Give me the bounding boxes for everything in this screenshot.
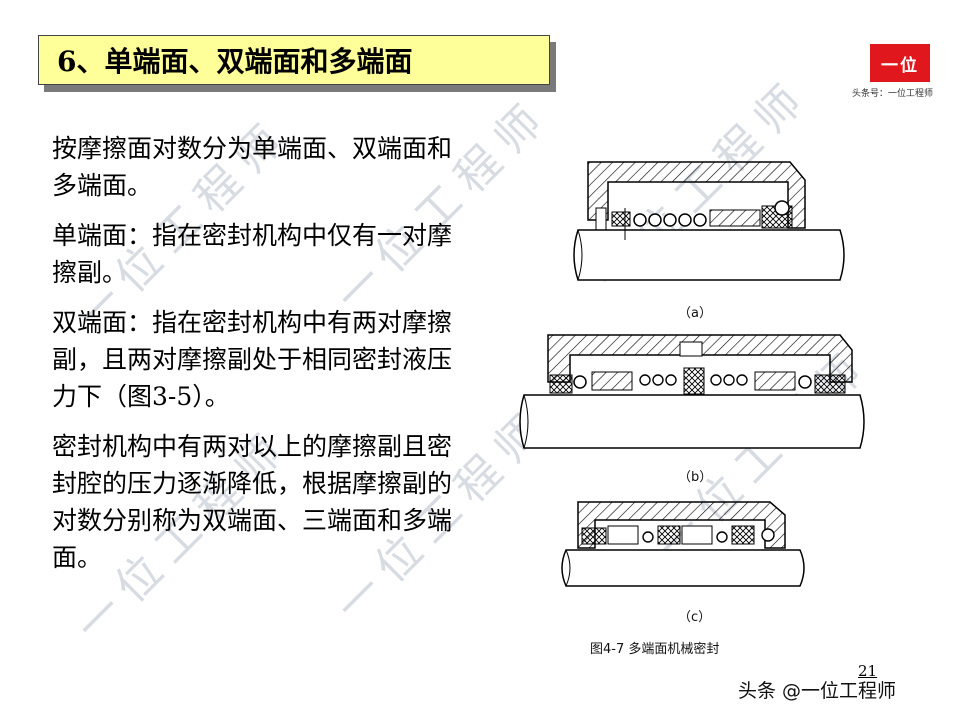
paragraph: 按摩擦面对数分为单端面、双端面和多端面。	[52, 134, 453, 200]
seal-figure: （a） （b） （c） 图4-7 多端面机械密封	[500, 150, 880, 670]
figure-label-b: （b）	[678, 470, 713, 485]
drawing-b	[519, 334, 865, 449]
seal-drawings	[519, 161, 865, 587]
drawing-c	[561, 501, 805, 587]
drawing-a	[573, 161, 845, 281]
paragraph: 双端面：指在密封机构中有两对摩擦副，且两对摩擦副处于相同密封液压力下（图3-5）…	[52, 308, 453, 411]
source-credit: 头条 @一位工程师	[738, 680, 897, 702]
body-text: 按摩擦面对数分为单端面、双端面和多端面。 单端面：指在密封机构中仅有一对摩擦副。…	[52, 130, 452, 589]
paragraph: 密封机构中有两对以上的摩擦副且密封腔的压力逐渐降低，根据摩擦副的对数分别称为双端…	[52, 432, 453, 572]
figure-caption: 图4-7 多端面机械密封	[590, 642, 720, 657]
page-number: 21	[858, 662, 878, 680]
slide-title: 6、单端面、双端面和多端面	[38, 35, 550, 85]
brand-logo-text: 一位	[881, 55, 919, 76]
paragraph: 单端面：指在密封机构中仅有一对摩擦副。	[52, 221, 453, 287]
brand-logo: 一位	[870, 44, 930, 82]
brand-logo-caption: 头条号：一位工程师	[852, 89, 934, 99]
figure-label-a: （a）	[678, 306, 712, 321]
figure-label-c: （c）	[678, 610, 712, 625]
slide-title-text: 6、单端面、双端面和多端面	[57, 45, 413, 78]
